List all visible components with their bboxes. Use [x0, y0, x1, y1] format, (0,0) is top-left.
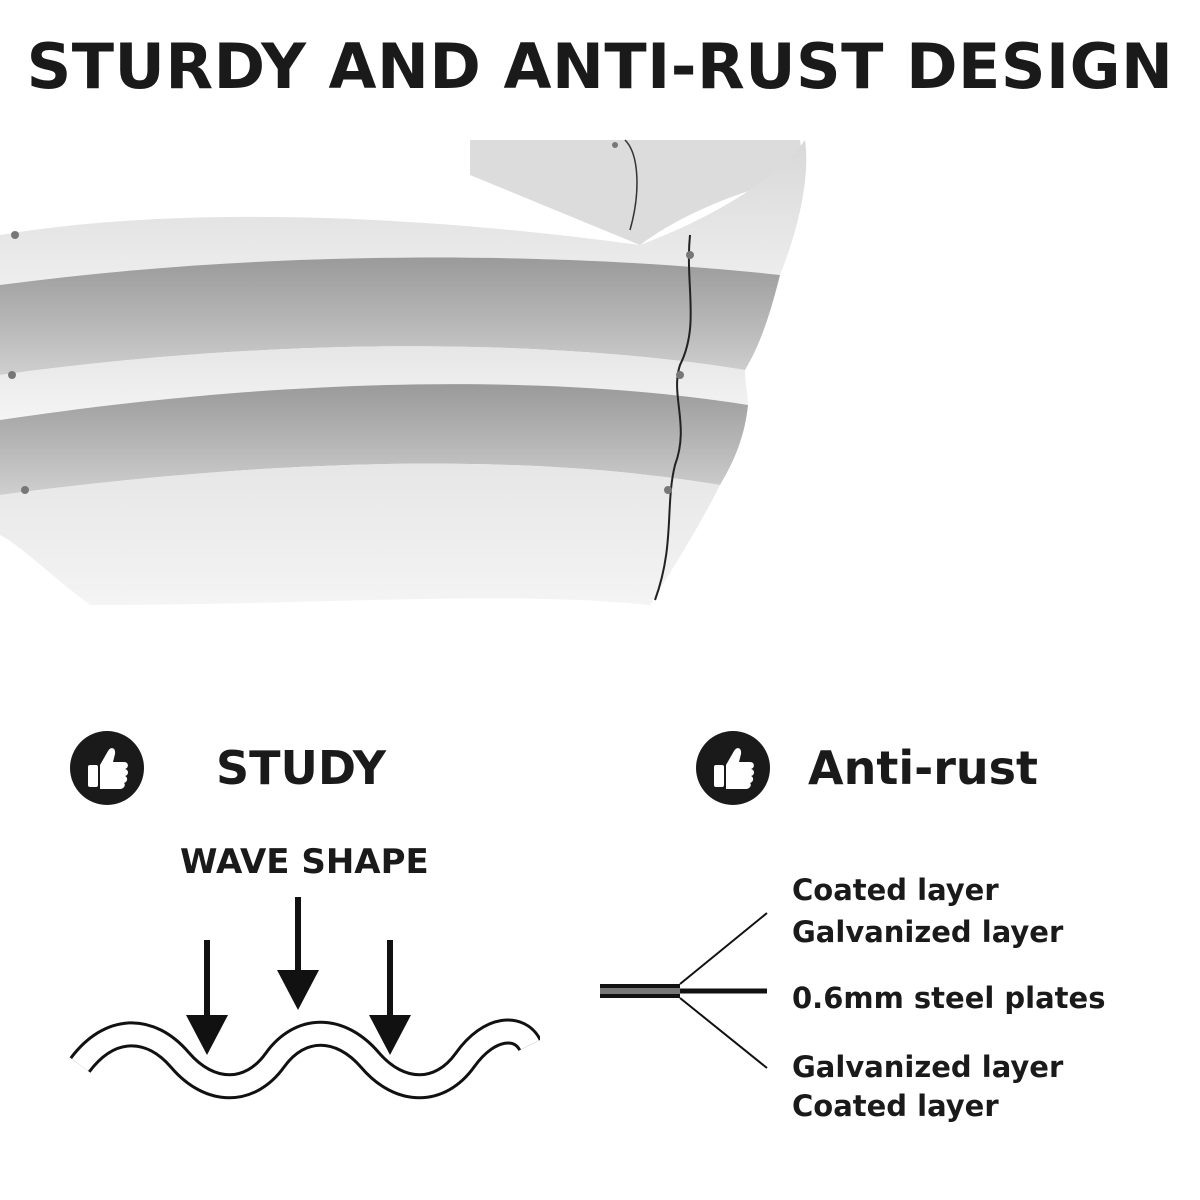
feature-anti-rust-title: Anti-rust — [808, 741, 1038, 795]
raised-bed-photo — [0, 139, 807, 605]
layer-label-steel-plate: 0.6mm steel plates — [792, 981, 1106, 1015]
wave-shape-label: WAVE SHAPE — [180, 842, 429, 882]
layer-label-top-galvanized: Galvanized layer — [792, 915, 1064, 949]
wave-shape-diagram — [69, 897, 540, 1100]
feature-sturdy: STUDY — [68, 728, 386, 808]
page-headline: STURDY AND ANTI-RUST DESIGN — [26, 30, 1174, 103]
layer-label-bottom-galvanized: Galvanized layer — [792, 1050, 1064, 1084]
thumbs-up-icon — [696, 731, 770, 805]
arrow-down-icon — [186, 940, 228, 1055]
layer-label-bottom-coated: Coated layer — [792, 1089, 999, 1123]
feature-sturdy-title: STUDY — [216, 741, 387, 795]
thumbs-up-icon — [70, 731, 144, 805]
steel-layer-diagram — [600, 912, 768, 1069]
arrow-down-icon — [277, 897, 319, 1010]
layer-label-top-coated: Coated layer — [792, 873, 999, 907]
feature-anti-rust: Anti-rust — [694, 728, 1038, 808]
arrow-down-icon — [369, 940, 411, 1055]
